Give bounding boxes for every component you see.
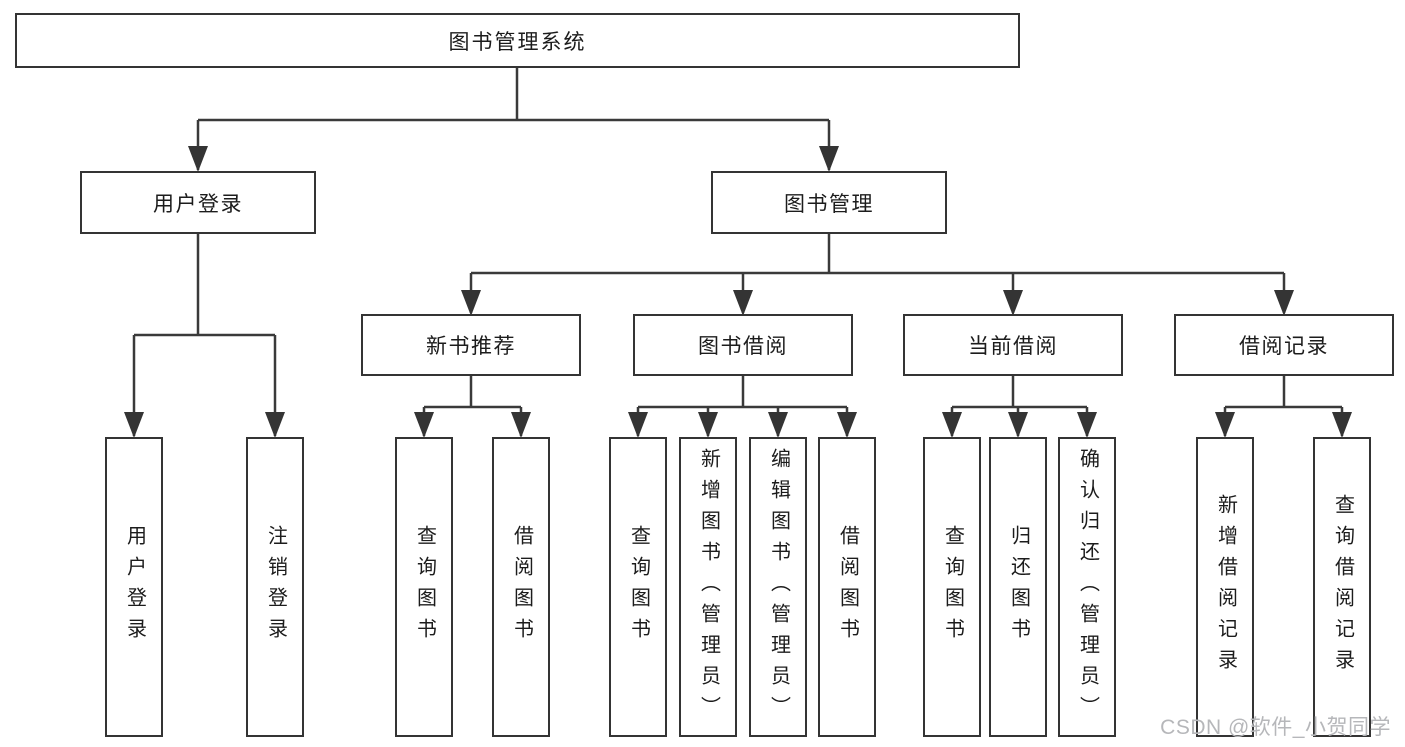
arrowhead-icon: [511, 412, 531, 438]
arrowhead-icon: [1003, 290, 1023, 316]
node-label: 图书管理: [784, 192, 874, 216]
arrowhead-icon: [698, 412, 718, 438]
leaf-borrowing-borrow-books: 借阅图书: [818, 437, 876, 737]
node-label: 查询借阅记录: [1331, 494, 1354, 680]
node-label: 图书管理系统: [448, 30, 587, 54]
arrowhead-icon: [1077, 412, 1097, 438]
arrowhead-icon: [188, 146, 208, 172]
node-label: 图书借阅: [698, 335, 788, 358]
connector-root-to-level2: [196, 68, 831, 170]
node-label: 归还图书: [1007, 525, 1030, 649]
node-label: 新书推荐: [426, 335, 516, 358]
leaf-recommend-borrow-books: 借阅图书: [492, 437, 550, 737]
arrowhead-icon: [628, 412, 648, 438]
node-label: 查询图书: [627, 525, 650, 649]
arrowhead-icons: [124, 146, 1352, 438]
arrowhead-icon: [124, 412, 144, 438]
arrowhead-icon: [265, 412, 285, 438]
connector-user-login-children: [132, 234, 277, 436]
leaf-return-books: 归还图书: [989, 437, 1047, 737]
leaf-edit-books-admin: 编辑图书（管理员）: [749, 437, 807, 737]
node-new-book-recommend: 新书推荐: [361, 314, 581, 376]
node-label: 查询图书: [941, 525, 964, 649]
node-current-borrowing: 当前借阅: [903, 314, 1123, 376]
arrowhead-icon: [414, 412, 434, 438]
arrowhead-icon: [819, 146, 839, 172]
node-label: 借阅图书: [510, 525, 533, 649]
node-label: 借阅记录: [1239, 335, 1329, 358]
connector-book-borrow-children: [636, 376, 849, 436]
arrowhead-icon: [733, 290, 753, 316]
node-label: 借阅图书: [836, 525, 859, 649]
leaf-recommend-query-books: 查询图书: [395, 437, 453, 737]
arrowhead-icon: [837, 412, 857, 438]
connector-lines: [132, 68, 1344, 436]
leaf-add-books-admin: 新增图书（管理员）: [679, 437, 737, 737]
connector-borrow-record-children: [1223, 376, 1344, 436]
leaf-borrowing-query-books: 查询图书: [609, 437, 667, 737]
leaf-current-query-books: 查询图书: [923, 437, 981, 737]
node-label: 查询图书: [413, 525, 436, 649]
node-label: 注销登录: [264, 525, 287, 649]
arrowhead-icon: [1215, 412, 1235, 438]
csdn-watermark: CSDN @软件_小贺同学: [1160, 716, 1391, 739]
node-label: 编辑图书（管理员）: [767, 447, 790, 727]
node-borrowing-records: 借阅记录: [1174, 314, 1394, 376]
leaf-add-borrow-record: 新增借阅记录: [1196, 437, 1254, 737]
node-label: 用户登录: [153, 192, 243, 216]
connector-book-mgmt-children: [469, 234, 1286, 313]
arrowhead-icon: [1332, 412, 1352, 438]
node-book-management: 图书管理: [711, 171, 947, 234]
node-book-borrowing: 图书借阅: [633, 314, 853, 376]
node-user-login: 用户登录: [80, 171, 316, 234]
arrowhead-icon: [942, 412, 962, 438]
leaf-query-borrow-record: 查询借阅记录: [1313, 437, 1371, 737]
node-label: 确认归还（管理员）: [1076, 447, 1099, 727]
leaf-user-login: 用户登录: [105, 437, 163, 737]
arrowhead-icon: [768, 412, 788, 438]
arrowhead-icon: [1008, 412, 1028, 438]
connector-new-book-rec-children: [422, 376, 523, 436]
node-label: 当前借阅: [968, 335, 1058, 358]
node-label: 新增借阅记录: [1214, 494, 1237, 680]
node-label: 新增图书（管理员）: [697, 447, 720, 727]
leaf-confirm-return-admin: 确认归还（管理员）: [1058, 437, 1116, 737]
arrowhead-icon: [461, 290, 481, 316]
leaf-logout: 注销登录: [246, 437, 304, 737]
node-root-library-system: 图书管理系统: [15, 13, 1020, 68]
arrowhead-icon: [1274, 290, 1294, 316]
node-label: 用户登录: [123, 525, 146, 649]
